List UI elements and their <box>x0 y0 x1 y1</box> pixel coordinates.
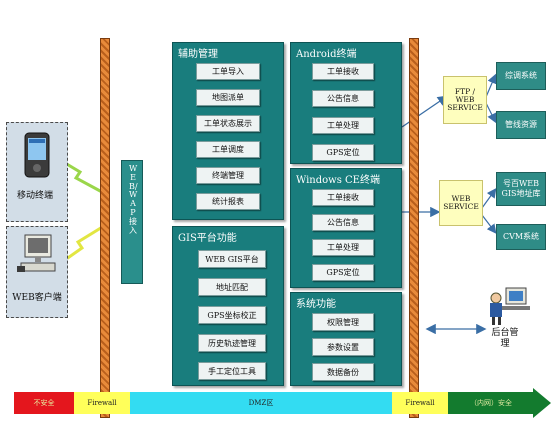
gis-panel-title: GIS平台功能 <box>178 233 237 244</box>
arrow-ws-cvm <box>481 214 497 234</box>
gateway-label: WEB/WAP接入 <box>129 164 138 235</box>
wince-item-3[interactable]: GPS定位 <box>312 264 374 281</box>
system-function-panel: 系统功能 权限管理 参数设置 数据备份 <box>290 292 402 386</box>
aux-item-2[interactable]: 工单状态展示 <box>196 115 260 132</box>
wince-item-1[interactable]: 公告信息 <box>312 214 374 231</box>
android-item-2[interactable]: 工单处理 <box>312 117 374 134</box>
wireless-link-web <box>61 224 105 264</box>
mobile-terminal-label: 移动终端 <box>16 191 53 201</box>
wince-item-2[interactable]: 工单处理 <box>312 239 374 256</box>
external-zongdiao: 综调系统 <box>496 62 546 90</box>
firewall-pillar-right <box>409 38 419 418</box>
gis-item-0[interactable]: WEB GIS平台 <box>198 250 266 268</box>
wince-panel-title: Windows CE终端 <box>296 175 380 186</box>
web-service-box: WEB SERVICE <box>439 180 483 226</box>
external-cvm: CVM系统 <box>496 224 546 250</box>
gis-item-2[interactable]: GPS坐标校正 <box>198 306 266 324</box>
aux-item-3[interactable]: 工单调度 <box>196 141 260 158</box>
android-item-0[interactable]: 工单接收 <box>312 63 374 80</box>
aux-panel-title: 辅助管理 <box>178 49 218 60</box>
aux-item-5[interactable]: 统计报表 <box>196 193 260 210</box>
zone-unsafe: 不安全 <box>14 392 74 414</box>
android-item-3[interactable]: GPS定位 <box>312 144 374 161</box>
aux-management-panel: 辅助管理 工单导入 地图派单 工单状态展示 工单调度 终端管理 统计报表 <box>172 42 284 220</box>
zone-firewall-right: Firewall <box>392 392 448 414</box>
wince-terminal-panel: Windows CE终端 工单接收 公告信息 工单处理 GPS定位 <box>290 168 402 288</box>
mobile-terminal-box: 移动终端 <box>6 122 68 222</box>
arrow-ftp-zongdiao <box>485 73 497 98</box>
aux-item-4[interactable]: 终端管理 <box>196 167 260 184</box>
zone-firewall-left: Firewall <box>74 392 130 414</box>
firewall-pillar-left <box>100 38 110 418</box>
system-item-0[interactable]: 权限管理 <box>312 313 374 331</box>
wince-item-0[interactable]: 工单接收 <box>312 189 374 206</box>
external-gis-address: 号百WEB GIS地址库 <box>496 172 546 206</box>
computer-icon <box>17 234 56 272</box>
gis-item-3[interactable]: 历史轨迹管理 <box>198 334 266 352</box>
gis-item-1[interactable]: 地址匹配 <box>198 278 266 296</box>
admin-workstation-icon <box>490 287 530 325</box>
aux-item-1[interactable]: 地图派单 <box>196 89 260 106</box>
mobile-phone-icon <box>24 132 50 178</box>
backend-label: 后台管理 <box>491 328 519 350</box>
system-panel-title: 系统功能 <box>296 299 336 310</box>
external-guanxian: 管线资源 <box>496 111 546 139</box>
arrow-ws-gis <box>481 188 497 209</box>
android-item-1[interactable]: 公告信息 <box>312 90 374 107</box>
zone-dmz: DMZ区 <box>130 392 392 414</box>
web-client-label: WEB客户端 <box>12 293 62 303</box>
ftp-web-service-box: FTP / WEB SERVICE <box>443 76 487 124</box>
web-wap-gateway: WEB/WAP接入 <box>121 160 143 284</box>
android-panel-title: Android终端 <box>296 49 357 60</box>
gis-platform-panel: GIS平台功能 WEB GIS平台 地址匹配 GPS坐标校正 历史轨迹管理 手工… <box>172 226 284 386</box>
wireless-link-mobile <box>59 158 103 194</box>
aux-item-0[interactable]: 工单导入 <box>196 63 260 80</box>
web-client-box: WEB客户端 <box>6 226 68 318</box>
gis-item-4[interactable]: 手工定位工具 <box>198 362 266 380</box>
android-terminal-panel: Android终端 工单接收 公告信息 工单处理 GPS定位 <box>290 42 402 164</box>
arrow-ftp-guanxian <box>485 102 497 124</box>
system-item-1[interactable]: 参数设置 <box>312 338 374 356</box>
zone-internal: （内网）安全 <box>448 392 534 414</box>
system-item-2[interactable]: 数据备份 <box>312 363 374 381</box>
zone-arrow-head <box>533 388 551 418</box>
